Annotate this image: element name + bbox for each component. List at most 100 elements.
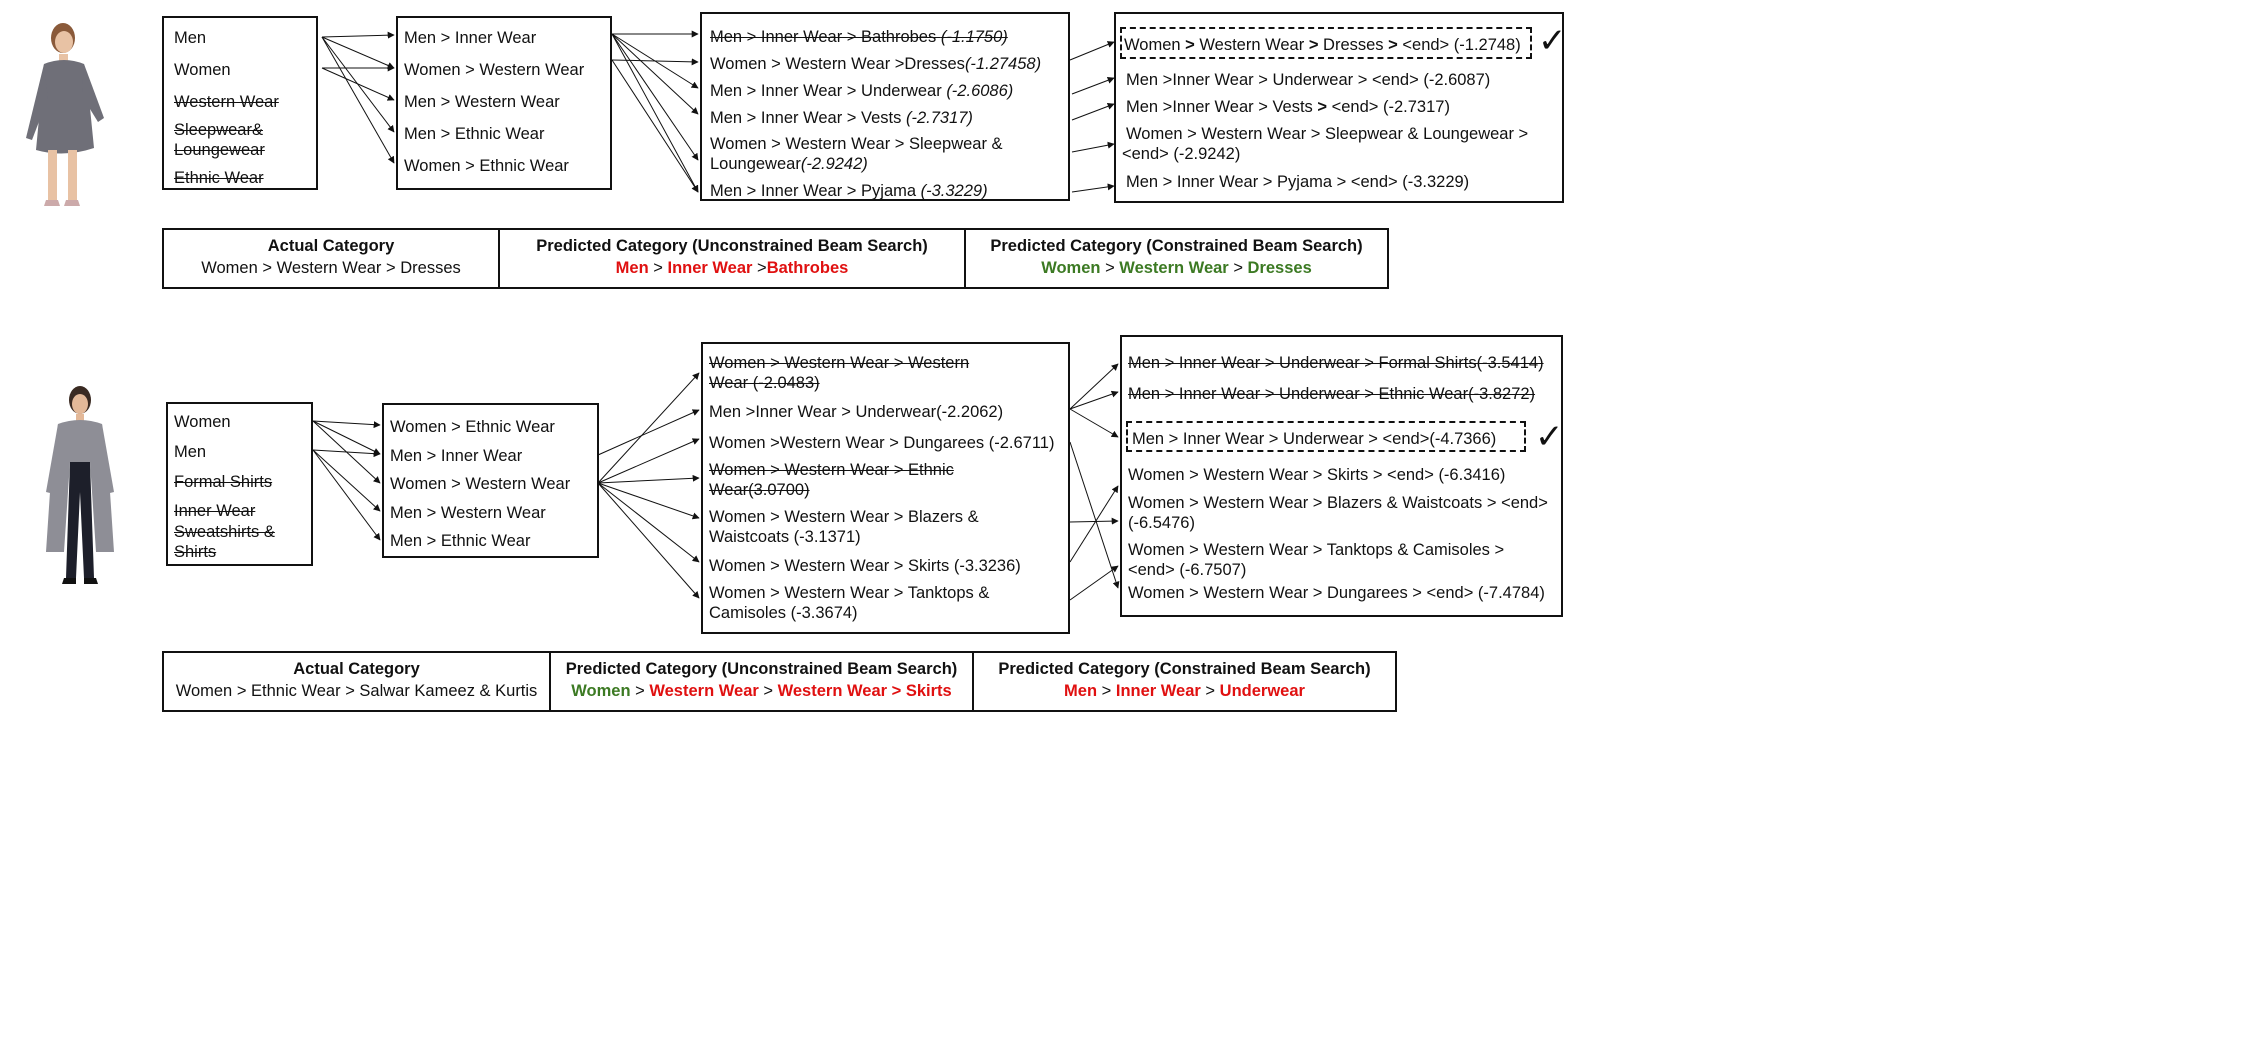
connector-arrow	[312, 420, 381, 484]
pred-part: Western Wear	[649, 682, 759, 700]
ex1-unconstrained-prediction: Predicted Category (Unconstrained Beam S…	[498, 228, 966, 289]
ex1-col3-item: Women > Western Wear >Dresses(-1.27458)	[710, 55, 1042, 73]
ex2-col4-item: Women > Western Wear > Blazers & Waistco…	[1128, 494, 1548, 512]
connector-arrow	[312, 449, 381, 512]
ex2-col2-box: Women > Ethnic Wear Men > Inner Wear Wom…	[382, 403, 599, 558]
ex2-col3-item: Waistcoats (-3.1371)	[709, 528, 861, 546]
ex2-col1-box: Women Men Formal Shirts Inner Wear Sweat…	[166, 402, 313, 566]
connector-arrow	[321, 36, 395, 69]
connector-arrow	[611, 33, 699, 89]
ex1-col1-item: Women	[174, 61, 231, 79]
connector-arrow	[1069, 441, 1120, 589]
connector-arrow	[312, 420, 381, 455]
connector-arrow	[1069, 363, 1119, 410]
ex2-col3-item: Women >Western Wear > Dungarees (-2.6711…	[709, 434, 1055, 452]
ex1-selected-highlight	[1120, 27, 1532, 59]
ex1-col1-item: Men	[174, 29, 207, 47]
ex1-col1-item: Loungewear	[174, 141, 265, 159]
ex2-col2-item: Men > Inner Wear	[390, 447, 523, 465]
constrained-value: Women > Western Wear > Dresses	[1041, 259, 1312, 277]
ex1-col4-item: <end> (-2.9242)	[1122, 145, 1241, 163]
pred-part: Women	[571, 682, 631, 700]
connector-arrow	[1071, 183, 1115, 193]
ex1-col3-item: Men > Inner Wear > Pyjama (-3.3229)	[710, 182, 988, 200]
actual-title: Actual Category	[267, 237, 395, 255]
ex1-col4-item: Men >Inner Wear > Vests > <end> (-2.7317…	[1126, 98, 1450, 116]
ex2-col4-item: (-6.5476)	[1128, 514, 1195, 532]
pred-part: Men	[615, 259, 649, 277]
ex2-selected-highlight	[1126, 421, 1526, 452]
pred-part: Men	[1064, 682, 1098, 700]
connector-arrow	[321, 31, 395, 39]
ex2-col2-item: Women > Western Wear	[390, 475, 571, 493]
connector-arrow	[611, 59, 699, 193]
pred-part: Underwear	[1219, 682, 1305, 700]
connector-arrow	[321, 36, 395, 164]
ex2-col3-item: Men >Inner Wear > Underwear(-2.2062)	[709, 403, 1004, 421]
ex2-col3-item: Women > Western Wear > Western	[709, 354, 970, 372]
product-photo-kurti	[46, 386, 114, 584]
connector-arrow	[1071, 76, 1115, 95]
figure-canvas: Men Women Western Wear Sleepwear& Lounge…	[0, 0, 1568, 727]
pred-part: Western Wear > Skirts	[777, 682, 952, 700]
connector-arrow	[597, 438, 700, 484]
actual-value: Women > Ethnic Wear > Salwar Kameez & Ku…	[175, 682, 538, 700]
ex2-col3-item: Women > Western Wear > Skirts (-3.3236)	[709, 557, 1021, 575]
ex1-col2-item: Women > Western Wear	[404, 61, 585, 79]
ex1-col1-box: Men Women Western Wear Sleepwear& Lounge…	[162, 16, 318, 190]
ex1-col1-item: Ethnic Wear	[174, 169, 264, 187]
ex1-col3-item: Loungewear(-2.9242)	[710, 155, 868, 173]
connector-arrow	[1069, 565, 1119, 601]
ex2-col3-item: Women > Western Wear > Ethnic	[709, 461, 954, 479]
ex2-col1-item: Sweatshirts &	[174, 523, 275, 541]
connector-arrow	[611, 58, 699, 66]
ex1-col2-item: Women > Ethnic Wear	[404, 157, 569, 175]
ex2-col1-item: Shirts	[174, 543, 217, 561]
pred-part: Bathrobes	[766, 259, 849, 277]
ex1-col4-item: Women > Western Wear > Sleepwear & Loung…	[1126, 125, 1529, 143]
connector-arrow	[1069, 390, 1119, 410]
ex1-col4-box: Women > Western Wear > Dresses > <end> (…	[1114, 12, 1564, 203]
ex2-col4-item: Women > Western Wear > Tanktops & Camiso…	[1128, 541, 1505, 559]
ex2-actual-category: Actual Category Women > Ethnic Wear > Sa…	[162, 651, 551, 712]
connector-arrow	[597, 482, 700, 520]
ex2-col1-item: Inner Wear	[174, 502, 256, 520]
ex1-col2-item: Men > Ethnic Wear	[404, 125, 545, 143]
connector-arrow	[321, 67, 395, 101]
ex2-col4-item: Women > Western Wear > Skirts > <end> (-…	[1128, 466, 1506, 484]
ex1-col2-item: Men > Western Wear	[404, 93, 560, 111]
ex2-col3-item: Women > Western Wear > Tanktops &	[709, 584, 990, 602]
ex1-col3-box: Men > Inner Wear > Bathrobes (-1.1750) W…	[700, 12, 1070, 201]
ex1-col1-item: Sleepwear&	[174, 121, 263, 139]
ex1-checkmark-icon: ✓	[1538, 21, 1567, 61]
ex1-col2-item: Men > Inner Wear	[404, 29, 537, 47]
connector-arrow	[597, 409, 700, 456]
connector-arrow	[611, 33, 699, 115]
ex2-col3-item: Wear (-2.0483)	[709, 374, 820, 392]
pred-part: Dresses	[1247, 259, 1312, 277]
connector-arrow	[611, 33, 699, 161]
connector-arrow	[611, 33, 699, 193]
ex2-col4-item-selected: Men > Inner Wear > Underwear > <end>(-4.…	[1132, 430, 1497, 448]
ex2-col4-box: Men > Inner Wear > Underwear > Formal Sh…	[1120, 335, 1563, 617]
connector-arrow	[1069, 517, 1119, 525]
ex2-unconstrained-prediction: Predicted Category (Unconstrained Beam S…	[549, 651, 974, 712]
ex2-col4-item: <end> (-6.7507)	[1128, 561, 1247, 579]
connector-arrow	[597, 372, 700, 484]
constrained-value: Men > Inner Wear > Underwear	[1064, 682, 1305, 700]
ex2-col1-item: Formal Shirts	[174, 473, 273, 491]
ex1-col3-item: Women > Western Wear > Sleepwear &	[710, 135, 1003, 153]
ex1-col1-item: Western Wear	[174, 93, 279, 111]
ex1-actual-category: Actual Category Women > Western Wear > D…	[162, 228, 500, 289]
connector-arrow	[1069, 41, 1115, 61]
ex1-col3-item: Men > Inner Wear > Vests (-2.7317)	[710, 109, 973, 127]
ex1-col3-item: Men > Inner Wear > Bathrobes (-1.1750)	[710, 28, 1008, 46]
connector-arrow	[1069, 408, 1119, 438]
ex2-col4-item: Women > Western Wear > Dungarees > <end>…	[1128, 584, 1545, 602]
connector-arrow	[312, 420, 381, 429]
product-photo-dress	[26, 23, 104, 206]
actual-value: Women > Western Wear > Dresses	[201, 259, 461, 277]
ex2-constrained-prediction: Predicted Category (Constrained Beam Sea…	[972, 651, 1397, 712]
ex2-col2-item: Men > Western Wear	[390, 504, 546, 522]
ex2-checkmark-icon: ✓	[1535, 417, 1564, 457]
